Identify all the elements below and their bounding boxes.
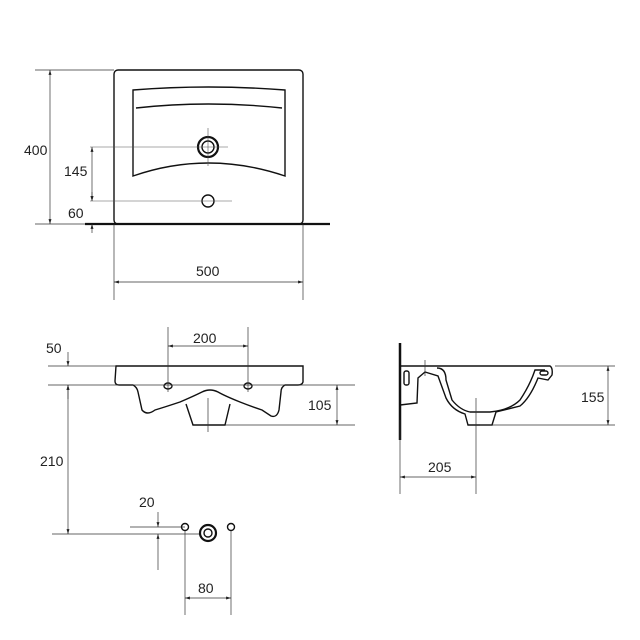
side-view: 155 205 [398,343,615,494]
top-view: 400 145 60 500 [24,69,330,300]
dim-500: 500 [196,263,220,279]
dim-200: 200 [193,330,217,346]
dim-60: 60 [68,205,84,221]
front-view: 200 50 105 210 20 80 [40,327,355,615]
dim-400: 400 [24,142,48,158]
dim-20: 20 [139,494,155,510]
bowl-rim [135,103,283,109]
bowl-outline [132,86,286,177]
dim-155: 155 [581,389,605,405]
dim-205: 205 [428,459,452,475]
dim-145: 145 [64,163,88,179]
dim-80: 80 [198,580,214,596]
dim-105: 105 [308,397,332,413]
dim-210: 210 [40,453,64,469]
basin-profile [114,365,304,418]
dim-50: 50 [46,340,62,356]
